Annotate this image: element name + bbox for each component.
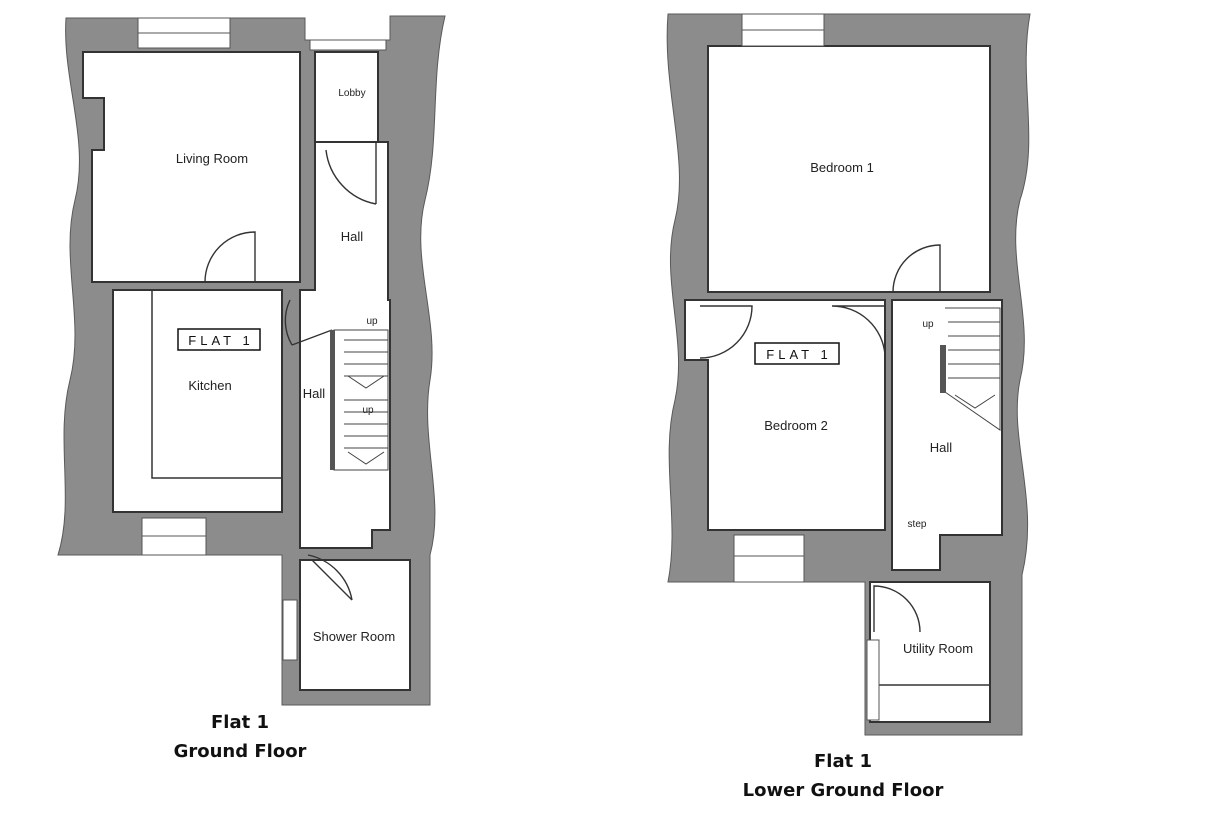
ground-caption-line2: Ground Floor xyxy=(173,741,307,762)
ground-floor-caption: Flat 1 Ground Floor xyxy=(140,708,340,766)
hall-upper-label: Hall xyxy=(341,229,364,244)
living-room-door xyxy=(204,231,256,283)
lower-caption-line1: Flat 1 xyxy=(813,751,872,772)
utility-room-floor xyxy=(869,581,991,723)
bedroom-1-floor xyxy=(707,45,991,293)
step-label: step xyxy=(908,519,927,530)
bedroom-1-label: Bedroom 1 xyxy=(810,160,874,175)
shower-room-door xyxy=(307,554,353,601)
hall-floor xyxy=(299,141,391,549)
utility-window xyxy=(866,639,880,721)
kitchen-door xyxy=(284,299,333,346)
shower-room-window xyxy=(282,599,298,661)
ground-flat-tag: FLAT 1 xyxy=(177,328,261,351)
lower-flat-tag-text: FLAT 1 xyxy=(766,347,831,362)
ground-floor-stairs xyxy=(330,329,389,471)
cupboard-door xyxy=(699,305,753,359)
ground-caption-line1: Flat 1 xyxy=(210,712,269,733)
lower-floor-stairs xyxy=(940,307,1001,431)
hall-lower-label: Hall xyxy=(303,386,326,401)
lower-hall-label: Hall xyxy=(930,440,953,455)
ground-flat-tag-text: FLAT 1 xyxy=(188,333,253,348)
bedroom-1-door xyxy=(892,244,941,293)
lower-hall-floor xyxy=(891,299,1003,571)
bedroom-2-label: Bedroom 2 xyxy=(764,418,828,433)
ground-floor-plan: Lobby Living Room Hall up Kitchen Hall u… xyxy=(57,15,446,706)
utility-room-label: Utility Room xyxy=(903,641,973,656)
stair-up-label-2: up xyxy=(362,405,374,416)
kitchen-label: Kitchen xyxy=(188,378,231,393)
bedroom-2-window xyxy=(733,534,805,583)
lower-stair-up-label: up xyxy=(922,319,934,330)
bedroom-2-door xyxy=(831,305,886,356)
shower-room-floor xyxy=(299,559,411,691)
lobby-door xyxy=(325,142,377,205)
kitchen-worktop-line xyxy=(151,290,282,479)
stair-up-label-1: up xyxy=(366,316,378,327)
shower-room-label: Shower Room xyxy=(313,629,395,644)
living-room-label: Living Room xyxy=(176,151,248,166)
bedroom-2-floor xyxy=(684,299,886,531)
lobby-label: Lobby xyxy=(338,88,365,99)
lower-floor-caption: Flat 1 Lower Ground Floor xyxy=(718,747,968,805)
lower-flat-tag: FLAT 1 xyxy=(754,342,840,365)
lobby-window xyxy=(309,39,387,51)
utility-door xyxy=(873,585,921,633)
living-room-floor xyxy=(82,51,301,283)
lower-caption-line2: Lower Ground Floor xyxy=(742,780,944,801)
lower-floor-plan: Bedroom 1 up Bedroom 2 Hall step Utility… xyxy=(666,13,1031,736)
lobby-floor xyxy=(314,51,379,143)
